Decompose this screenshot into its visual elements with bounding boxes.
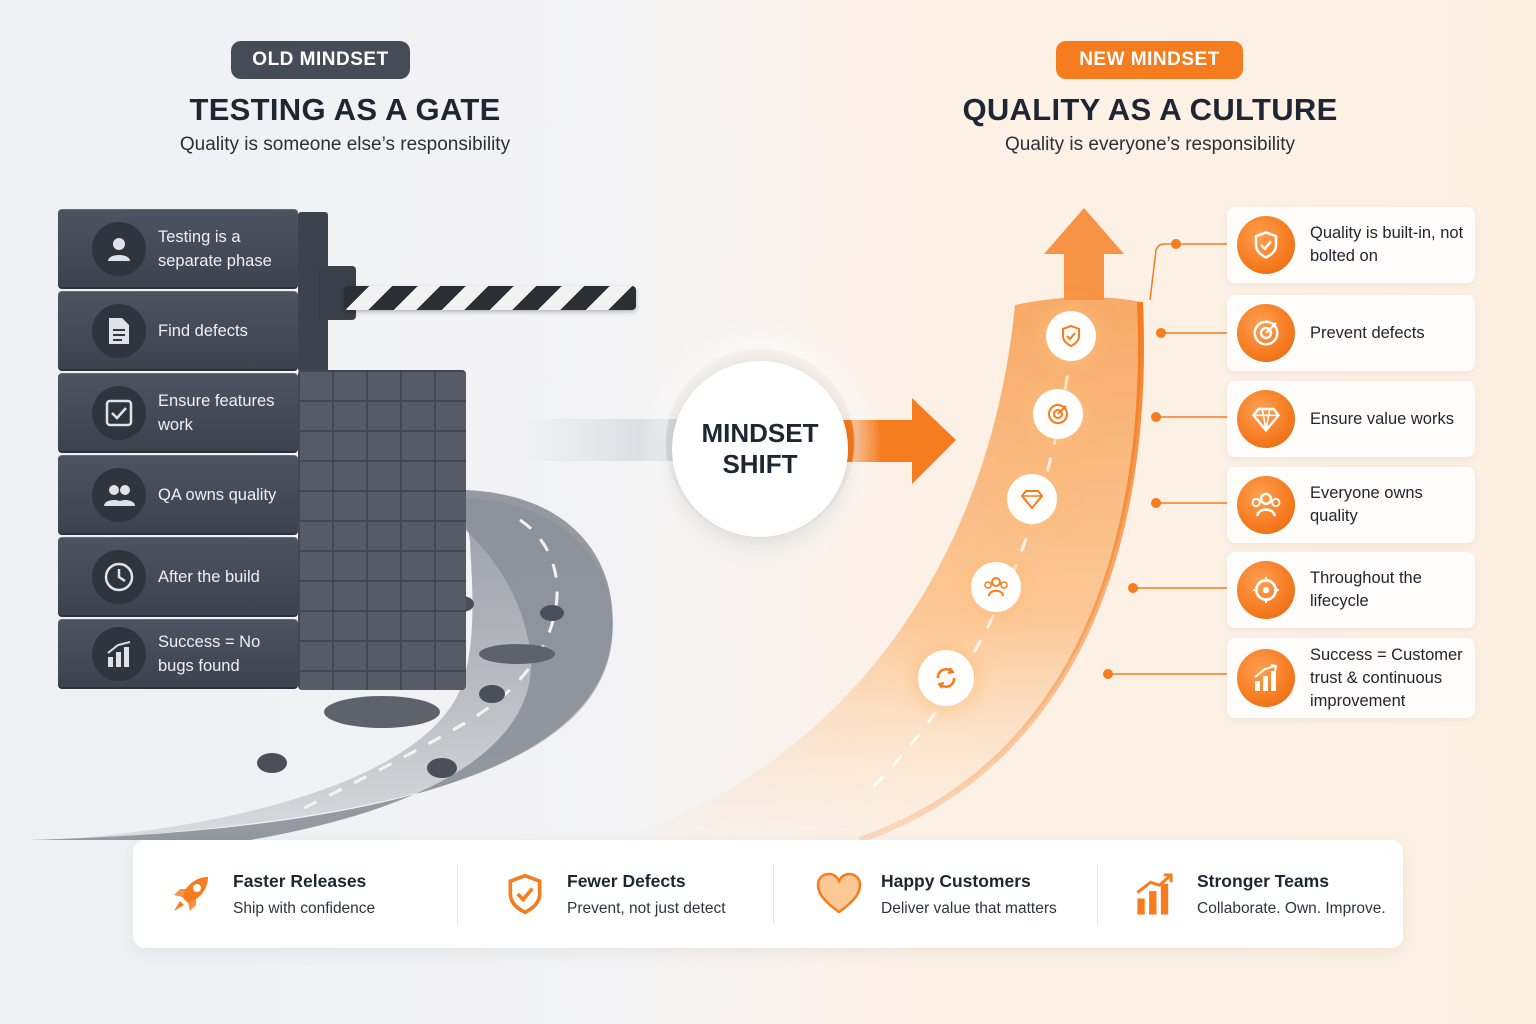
bar-chart-icon [92, 626, 146, 681]
benefit-subtitle: Prevent, not just detect [567, 899, 726, 917]
old-heading: TESTING AS A GATE [189, 92, 501, 127]
mindset-shift-circle: MINDSET SHIFT [672, 361, 848, 537]
old-item-label: Testing is a separate phase [158, 227, 272, 270]
benefit-subtitle: Deliver value that matters [881, 899, 1057, 917]
divider [1097, 864, 1098, 924]
new-item-label: Everyone owns quality [1310, 484, 1423, 525]
old-road-center-line [299, 518, 559, 812]
person-icon [92, 221, 146, 276]
old-mindset-list: Testing is a separate phase Find defects… [58, 209, 298, 689]
rocket-icon [163, 866, 219, 922]
pothole [479, 644, 555, 664]
shield-check-icon [1237, 216, 1295, 274]
growth-chart-icon [1237, 649, 1295, 707]
new-item: Ensure value works [1227, 381, 1475, 457]
old-road-surface [30, 490, 613, 840]
road-diamond-icon [1007, 474, 1057, 524]
benefit-faster-releases: Faster Releases Ship with confidence [163, 840, 375, 948]
new-item-label: Quality is built-in, not bolted on [1310, 224, 1464, 265]
benefit-fewer-defects: Fewer Defects Prevent, not just detect [497, 840, 726, 948]
shift-line-1: MINDSET [701, 418, 819, 448]
new-item: Everyone owns quality [1227, 467, 1475, 543]
new-item: Quality is built-in, not bolted on [1227, 207, 1475, 283]
new-heading: QUALITY AS A CULTURE [962, 92, 1338, 127]
new-item-label: Ensure value works [1310, 409, 1454, 428]
brick-wall [298, 370, 466, 690]
old-mindset-pill: OLD MINDSET [231, 41, 410, 79]
new-item-label: Throughout the lifecycle [1310, 569, 1422, 610]
new-road-center-line [868, 319, 1076, 792]
road-target-icon [1033, 389, 1083, 439]
new-item-label: Success = Customer trust & continuous im… [1310, 645, 1463, 710]
new-subtitle: Quality is everyone’s responsibility [1004, 134, 1296, 155]
old-item: Find defects [58, 291, 298, 371]
benefit-title: Happy Customers [881, 870, 1031, 891]
clock-icon [92, 549, 146, 604]
shift-arrow-icon [836, 398, 956, 484]
new-item: Success = Customer trust & continuous im… [1227, 638, 1475, 718]
old-item: Ensure features work [58, 373, 298, 453]
old-item-label: Find defects [158, 321, 248, 340]
divider [773, 864, 774, 924]
road-shield-icon [1046, 311, 1096, 361]
benefit-stronger-teams: Stronger Teams Collaborate. Own. Improve… [1127, 840, 1386, 948]
road-cycle-icon [918, 650, 974, 706]
old-item-label: Ensure features work [158, 391, 275, 434]
old-item-label: QA owns quality [158, 485, 277, 504]
document-icon [92, 303, 146, 358]
pothole [324, 696, 440, 728]
old-item-label: After the build [158, 567, 260, 586]
old-item: After the build [58, 537, 298, 617]
new-item: Prevent defects [1227, 295, 1475, 371]
benefit-title: Stronger Teams [1197, 870, 1329, 891]
shield-check-icon [497, 866, 553, 922]
checkbox-icon [92, 385, 146, 440]
team-icon [1237, 476, 1295, 534]
benefit-happy-customers: Happy Customers Deliver value that matte… [811, 840, 1057, 948]
benefit-title: Faster Releases [233, 870, 367, 891]
growth-arrow-icon [1044, 208, 1124, 300]
heart-icon [811, 866, 867, 922]
divider [457, 864, 458, 924]
old-item-label: Success = No bugs found [158, 632, 261, 675]
new-item: Throughout the lifecycle [1227, 552, 1475, 628]
new-road [620, 297, 1142, 841]
old-subtitle: Quality is someone else’s responsibility [179, 134, 511, 155]
cycle-icon [1237, 561, 1295, 619]
users-icon [92, 467, 146, 522]
benefit-title: Fewer Defects [567, 870, 686, 891]
growth-chart-icon [1127, 866, 1183, 922]
benefits-bar: Faster Releases Ship with confidence Few… [133, 840, 1403, 948]
connector-lines [1108, 243, 1227, 675]
new-mindset-pill: NEW MINDSET [1056, 41, 1243, 79]
shift-line-2: SHIFT [722, 449, 798, 479]
connector-dots [1103, 239, 1181, 679]
new-road-edge [859, 301, 1145, 843]
old-item: QA owns quality [58, 455, 298, 535]
benefit-subtitle: Ship with confidence [233, 899, 376, 917]
old-item: Testing is a separate phase [58, 209, 298, 289]
target-icon [1237, 304, 1295, 362]
gate-barrier [344, 286, 636, 310]
old-road [60, 498, 613, 840]
road-team-icon [971, 562, 1021, 612]
benefit-subtitle: Collaborate. Own. Improve. [1197, 899, 1386, 917]
diamond-icon [1237, 390, 1295, 448]
new-item-label: Prevent defects [1310, 323, 1425, 342]
old-item: Success = No bugs found [58, 619, 298, 689]
